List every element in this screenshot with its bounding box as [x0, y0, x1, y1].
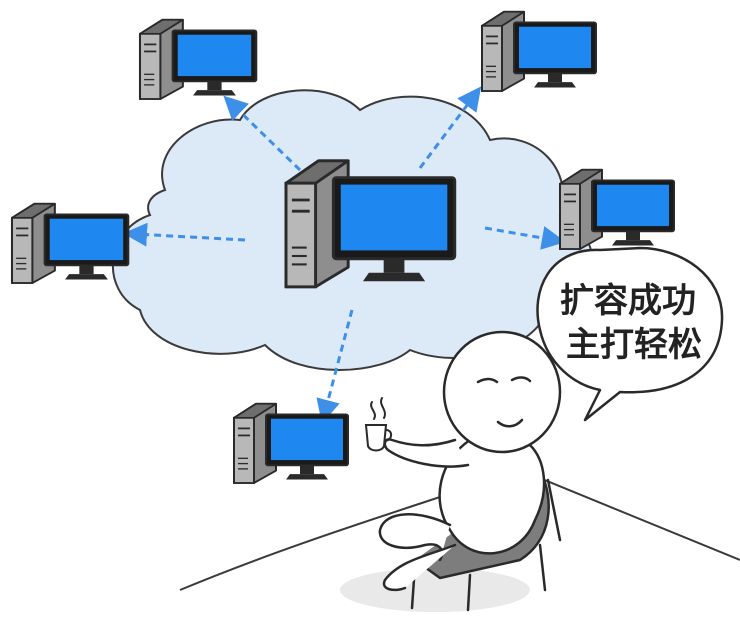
- speech-line-2: 主打轻松: [566, 325, 702, 365]
- client-computer-icon: [559, 168, 675, 250]
- network-arrows: [123, 86, 566, 424]
- arrow-to-left: [123, 222, 246, 247]
- character-icon: [378, 330, 562, 592]
- arrow-to-bottom: [316, 309, 354, 424]
- arrow-to-top-left: [223, 95, 302, 172]
- client-computer-icon: [10, 202, 130, 284]
- arrow-to-top-right: [418, 86, 482, 169]
- tea-cup-icon: [364, 397, 393, 452]
- speech-line-1: 扩容成功: [560, 281, 696, 321]
- client-computer-icon: [481, 10, 597, 92]
- speech-bubble: 扩容成功 主打轻松: [536, 246, 724, 422]
- client-computer-icon: [138, 18, 258, 100]
- client-computer-icon: [233, 402, 349, 484]
- speech-bubble-text: 扩容成功 主打轻松: [560, 281, 708, 365]
